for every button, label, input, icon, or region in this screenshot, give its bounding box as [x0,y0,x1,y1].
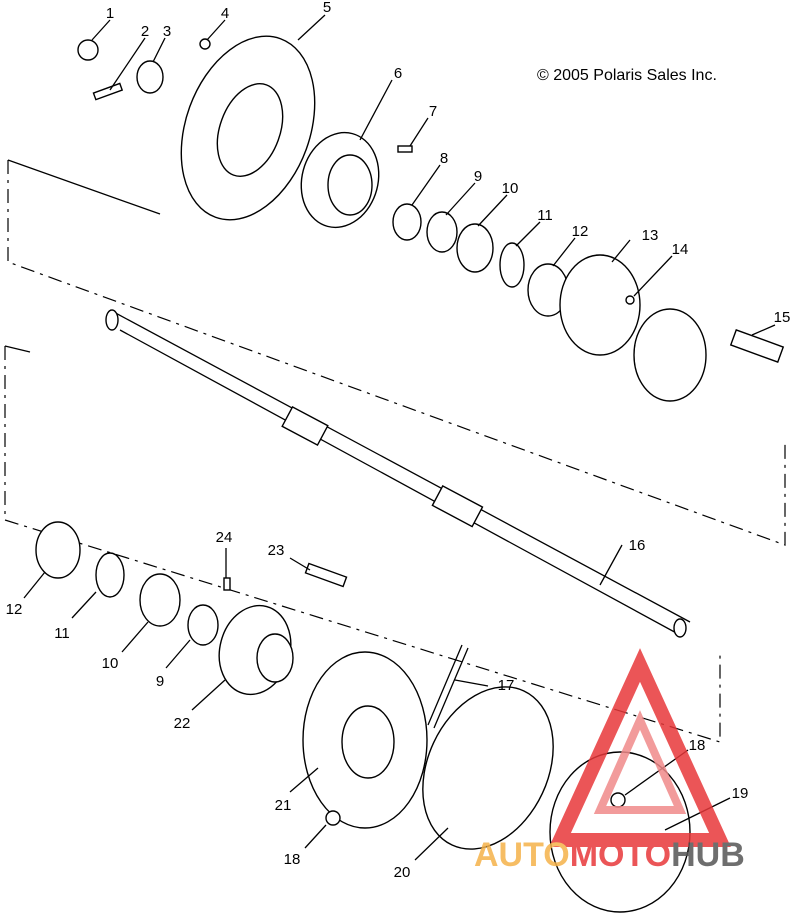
assembly-frame-lower [4,345,721,743]
callout-5: 5 [323,0,331,16]
callout-22: 22 [174,715,191,732]
race-10 [456,223,494,273]
watermark-inner-triangle-icon [593,710,687,814]
tab-15 [729,329,785,363]
fitting-14 [625,295,635,305]
callout-1: 1 [106,5,114,22]
callout-13: 13 [642,227,659,244]
callout-12: 12 [572,223,589,240]
leader-lines [23,14,776,861]
watermark-suffix: HUB [671,836,745,874]
axle-shaft [105,309,691,638]
callout-14: 14 [672,241,689,258]
nut-3 [136,60,164,94]
callout-10: 10 [502,180,519,197]
callout-3: 3 [163,23,171,40]
callout-23: 23 [268,542,285,559]
copyright-text: © 2005 Polaris Sales Inc. [537,67,717,84]
callout-12-lower: 12 [6,601,23,618]
nut-18-lower [325,810,341,826]
callout-4: 4 [221,5,229,22]
callout-labels: 1 2 3 4 5 6 7 8 9 10 11 12 13 14 15 16 1… [6,0,791,881]
callout-20: 20 [394,864,411,881]
race-10-lower [139,573,181,627]
callout-11-lower: 11 [54,625,70,642]
callout-10-lower: 10 [102,655,119,672]
bearing-carrier-13 [559,254,707,402]
watermark-logo: AUTOMOTOHUB [474,648,745,874]
callout-18-lower: 18 [284,851,301,868]
callout-11: 11 [537,207,553,224]
watermark-prefix: AUTO [474,836,570,874]
callout-2: 2 [141,23,149,40]
bolt-23 [304,562,348,588]
ring-8 [392,203,422,241]
bolt-2 [92,82,124,101]
callout-9-lower: 9 [156,673,164,690]
seal-9 [426,211,458,253]
snap-ring-1 [77,39,99,61]
nut-18 [610,792,626,808]
callout-7: 7 [429,103,437,120]
bearing-11 [499,242,525,288]
callout-16: 16 [629,537,646,554]
callout-9: 9 [474,168,482,185]
guard-20 [422,686,554,850]
seal-9-lower [187,604,219,646]
nut-4 [199,38,211,50]
brake-disc [180,35,316,221]
cable-17 [427,644,469,729]
callout-18: 18 [689,737,706,754]
callout-24: 24 [216,529,233,546]
bearing-housing-6 [300,131,380,229]
callout-15: 15 [774,309,791,326]
callout-21: 21 [275,797,292,814]
watermark-triangle-icon [549,648,731,847]
race-12-lower [35,521,81,579]
callout-6: 6 [394,65,402,82]
callout-19: 19 [732,785,749,802]
bolt-7 [397,145,413,153]
bearing-housing-22 [218,604,294,696]
callout-8: 8 [440,150,448,167]
assembly-frame-upper [7,159,786,546]
watermark-middle: MOTO [570,836,671,874]
callout-17: 17 [498,677,515,694]
bearing-11-lower [95,552,125,598]
stud-24 [223,577,231,591]
sprocket-21 [302,651,428,829]
watermark-text: AUTOMOTOHUB [474,836,745,874]
